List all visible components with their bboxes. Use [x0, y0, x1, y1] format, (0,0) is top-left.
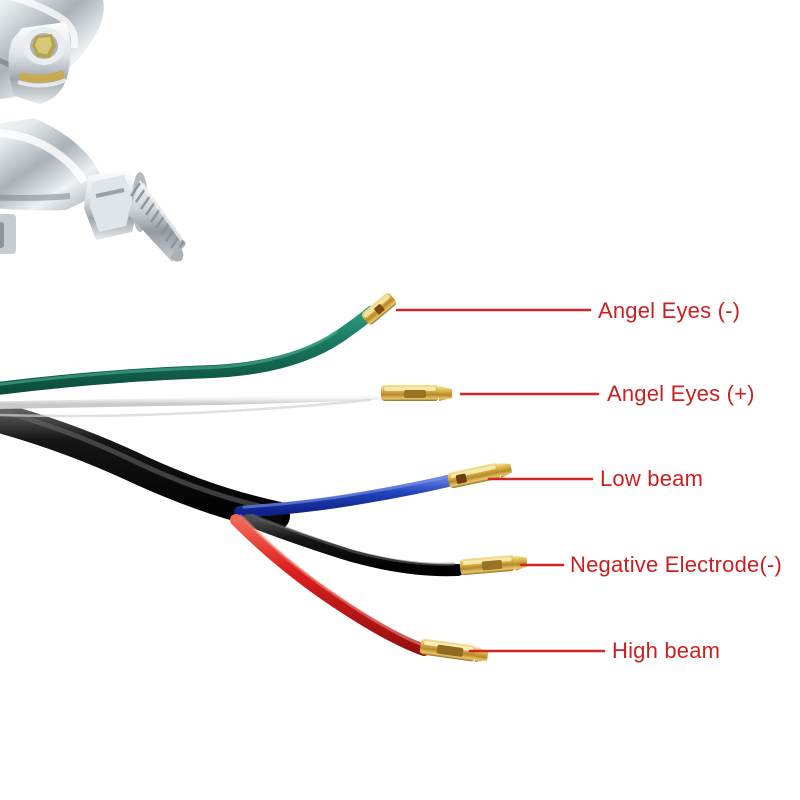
- black-wire-assembly: [242, 513, 528, 577]
- callout-label-angel-eyes-negative: Angel Eyes (-): [598, 298, 741, 323]
- red-terminal-seam: [436, 644, 464, 657]
- white-wire-highlight: [0, 388, 380, 402]
- callout-label-low-beam: Low beam: [600, 466, 704, 491]
- clamp-foot-slot: [0, 222, 4, 248]
- green-terminal-crimp: [374, 304, 385, 315]
- knuckle-brass-band: [18, 70, 66, 83]
- black-terminal-seam: [481, 559, 503, 571]
- blue-wire-highlight: [242, 475, 448, 509]
- callout-label-negative-electrode: Negative Electrode(-): [570, 552, 783, 577]
- sheath-body: [0, 402, 290, 531]
- knuckle-highlight: [17, 78, 67, 88]
- red-wire-assembly: [230, 514, 489, 662]
- blue-wire-terminal: [447, 463, 513, 489]
- blue-terminal-blade: [497, 463, 513, 479]
- green-wire-highlight: [0, 330, 338, 386]
- bolt-tip: [170, 246, 184, 262]
- chrome-bracket-assembly: [0, 0, 186, 262]
- bolt-shaft: [128, 180, 186, 262]
- bracket-upper-highlight: [9, 0, 79, 49]
- red-wire-highlight: [239, 514, 422, 646]
- white-wire-assembly: [0, 385, 452, 418]
- white-terminal-seam: [404, 390, 426, 398]
- white-terminal-blade: [439, 386, 452, 401]
- white-wire: [0, 388, 388, 409]
- green-wire: [0, 305, 379, 395]
- black-wire-highlight: [250, 513, 456, 566]
- red-wire: [230, 514, 430, 656]
- clamp-shadow: [0, 193, 71, 201]
- white-wire-terminal: [381, 385, 452, 401]
- bolt-head-edge: [95, 188, 125, 198]
- black-wire: [242, 514, 464, 577]
- blue-wire: [234, 474, 458, 518]
- blue-wire-assembly: [234, 463, 513, 518]
- white-wire-shadow: [0, 398, 372, 418]
- red-terminal-blade: [474, 646, 489, 662]
- hex-bolt-head-face: [35, 37, 52, 54]
- lower-clamp-plate: [0, 118, 108, 254]
- clamp-highlight: [0, 129, 88, 185]
- bolt-head-face: [90, 175, 133, 232]
- green-wire-terminal: [362, 293, 397, 325]
- bolt-shaft-highlight: [140, 182, 184, 242]
- green-wire-assembly: [0, 293, 397, 395]
- callout-label-angel-eyes-positive: Angel Eyes (+): [607, 381, 755, 406]
- sheath-highlight: [0, 408, 271, 511]
- pivot-knuckle: [8, 22, 71, 104]
- threaded-bolt-shaft: [128, 180, 186, 262]
- callout-label-high-beam: High beam: [612, 638, 721, 663]
- blue-terminal-crimp: [455, 473, 467, 484]
- black-wire-terminal: [459, 555, 528, 576]
- black-terminal-blade: [514, 555, 528, 571]
- callout-leader-lines: [395, 308, 606, 653]
